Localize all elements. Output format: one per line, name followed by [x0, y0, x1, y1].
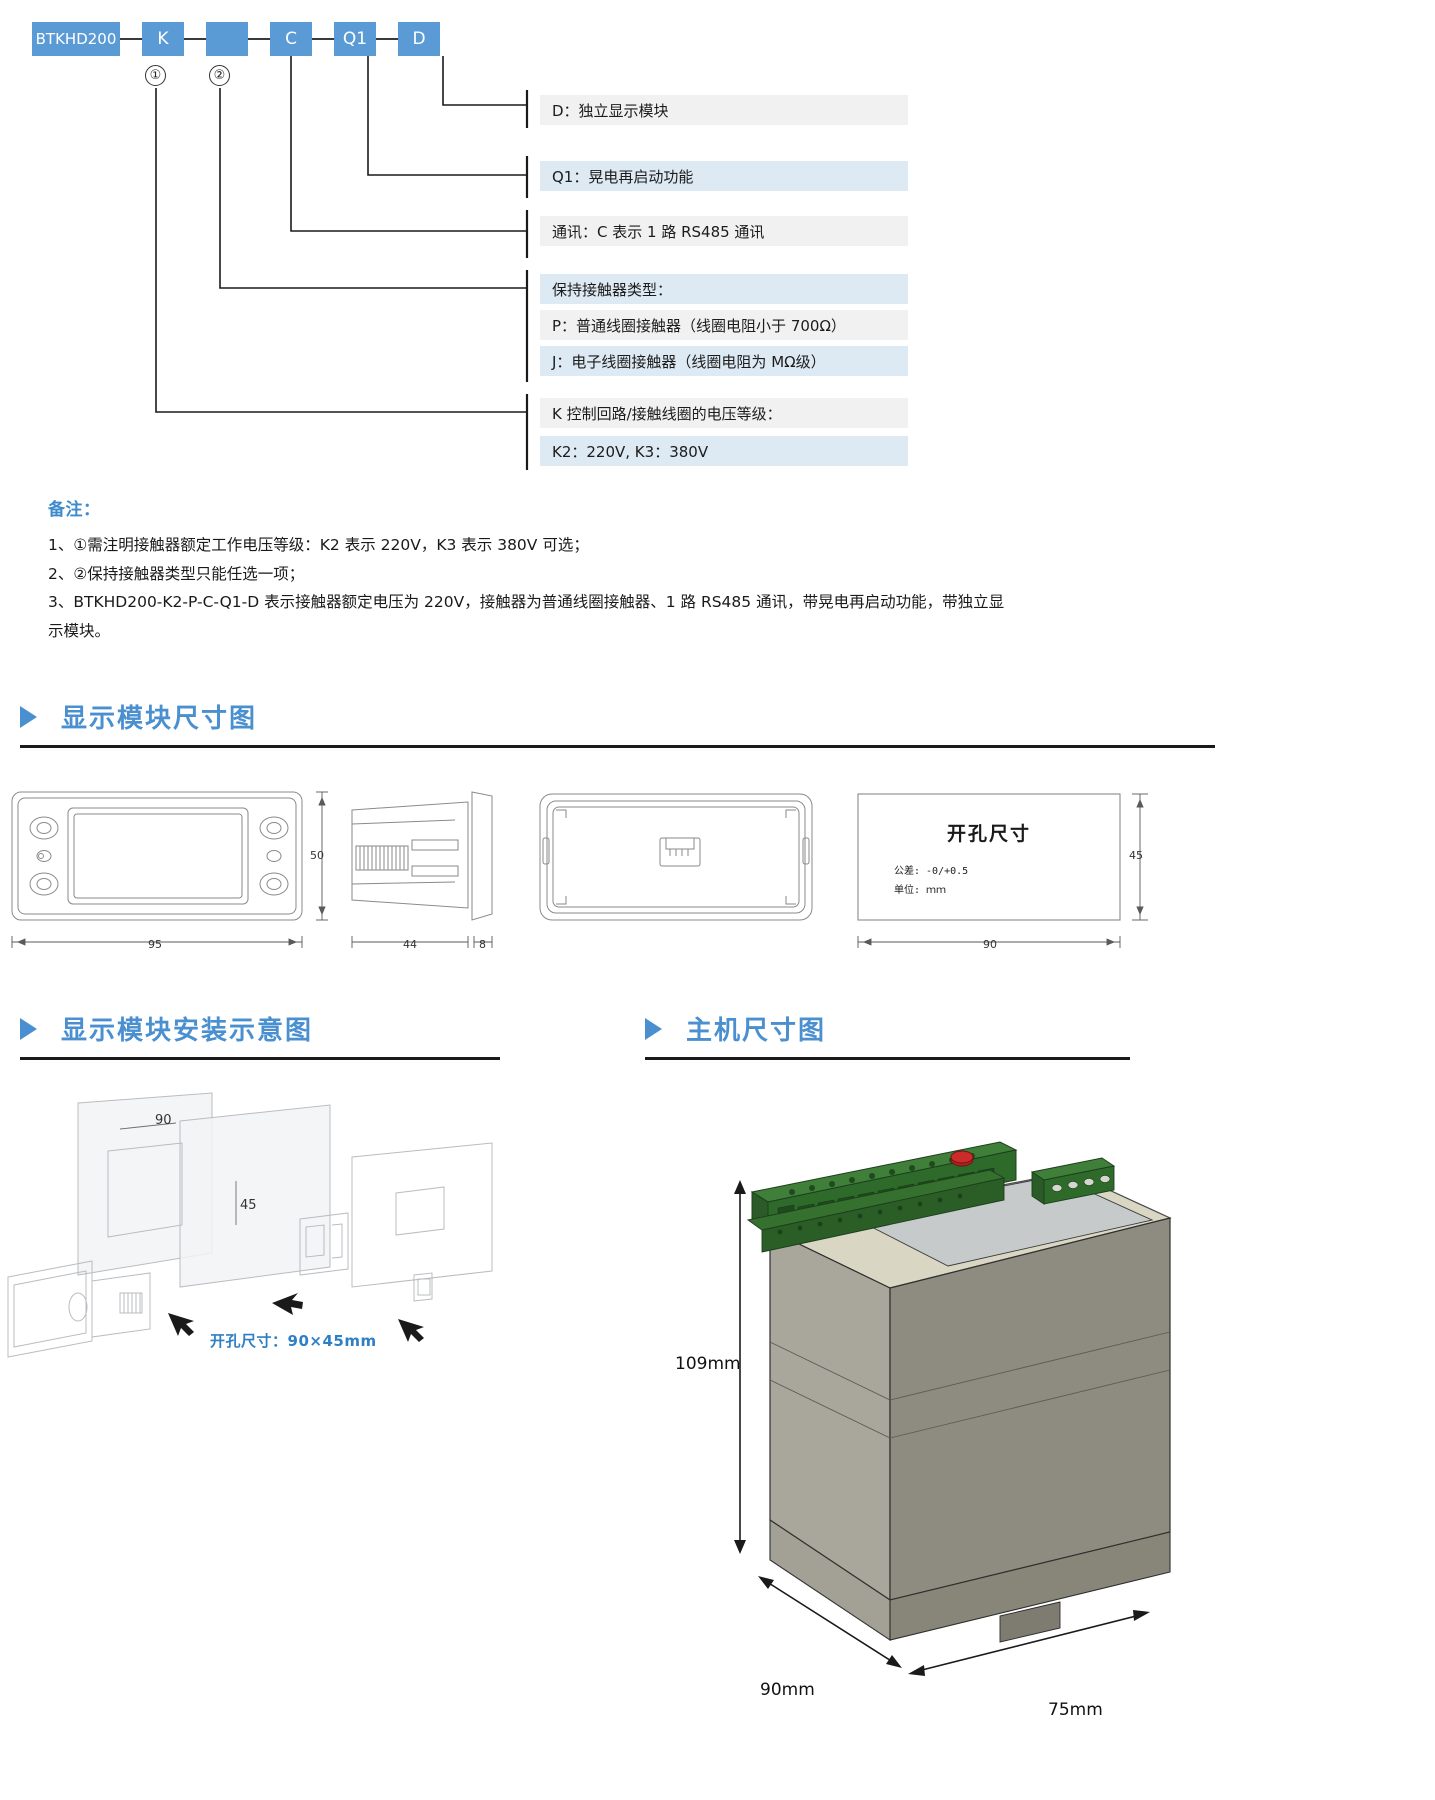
cutout-title: 开孔尺寸 — [946, 822, 1031, 845]
notes-block: 备注： 1、①需注明接触器额定工作电压等级：K2 表示 220V，K3 表示 3… — [48, 495, 1248, 647]
cutout-tolerance: 公差: -0/+0.5 — [894, 865, 969, 877]
note-line-3-cont: 示模块。 — [48, 621, 111, 640]
code-dash — [248, 38, 270, 40]
dim-host-height: 109mm — [675, 1354, 741, 1374]
section-display-dimensions: 显示模块尺寸图 — [20, 698, 1215, 748]
install-caption: 开孔尺寸：90×45mm — [210, 1332, 377, 1350]
display-dimension-drawings: 95 50 44 8 90 45 开孔尺寸 公差: -0/+0.5 单位: ｍｍ — [0, 780, 1200, 970]
dim-cutout-height: 45 — [1129, 849, 1143, 862]
install-svg — [7, 1092, 493, 1358]
triangle-bullet-icon — [645, 1017, 662, 1040]
section-header: 主机尺寸图 — [645, 1010, 1130, 1047]
notes-title: 备注： — [48, 500, 101, 520]
cutout-info-box: 开孔尺寸 公差: -0/+0.5 单位: ｍｍ — [858, 794, 1120, 920]
marker-circle-1: ① — [145, 65, 166, 86]
section-install-diagram: 显示模块安装示意图 — [20, 1010, 500, 1060]
cutout-unit: 单位: ｍｍ — [894, 884, 947, 896]
legend-row-k: K 控制回路/接触线圈的电压等级： — [540, 398, 908, 428]
code-box-d: D — [398, 22, 440, 56]
legend-row-q1: Q1：晃电再启动功能 — [540, 161, 908, 191]
section-rule — [645, 1057, 1130, 1060]
dim-install-width: 90 — [155, 1113, 172, 1128]
section-host-dimensions: 主机尺寸图 — [645, 1010, 1130, 1060]
dim-install-height: 45 — [240, 1198, 257, 1213]
legend-row-j: J：电子线圈接触器（线圈电阻为 MΩ级） — [540, 346, 908, 376]
dim-cutout-width: 90 — [983, 938, 997, 951]
marker-circle-2: ② — [209, 65, 230, 86]
code-box-k: K — [142, 22, 184, 56]
drawing-svg — [11, 791, 1148, 948]
code-box-blank — [206, 22, 248, 56]
code-box-q1: Q1 — [334, 22, 376, 56]
model-code-diagram: BTKHD200 K C Q1 D ① ② — [0, 0, 1435, 490]
code-box-base: BTKHD200 — [32, 22, 120, 56]
model-code-row: BTKHD200 K C Q1 D — [32, 22, 440, 56]
host-svg — [734, 1141, 1172, 1676]
section-title: 显示模块安装示意图 — [61, 1016, 314, 1046]
legend-row-d: D：独立显示模块 — [540, 95, 908, 125]
triangle-bullet-icon — [20, 1017, 37, 1040]
section-header: 显示模块尺寸图 — [20, 698, 1215, 735]
install-drawing: 90 45 开孔尺寸：90×45mm — [0, 1085, 560, 1365]
dim-host-width: 90mm — [760, 1680, 815, 1700]
legend-row-hold: 保持接触器类型： — [540, 274, 908, 304]
code-box-c: C — [270, 22, 312, 56]
section-header: 显示模块安装示意图 — [20, 1010, 500, 1047]
dim-host-depth: 75mm — [1048, 1700, 1103, 1720]
section-title: 主机尺寸图 — [686, 1016, 827, 1046]
section-rule — [20, 745, 1215, 748]
code-dash — [184, 38, 206, 40]
legend-row-k23: K2：220V, K3：380V — [540, 436, 908, 466]
host-3d-drawing: 109mm 90mm 75mm — [675, 1080, 1320, 1780]
note-line-1: 1、①需注明接触器额定工作电压等级：K2 表示 220V，K3 表示 380V … — [48, 536, 589, 554]
note-line-3: 3、BTKHD200-K2-P-C-Q1-D 表示接触器额定电压为 220V，接… — [48, 593, 1005, 612]
legend-row-c: 通讯：C 表示 1 路 RS485 通讯 — [540, 216, 908, 246]
code-dash — [376, 38, 398, 40]
code-dash — [312, 38, 334, 40]
dim-front-height: 50 — [310, 849, 324, 862]
legend-row-p: P：普通线圈接触器（线圈电阻小于 700Ω） — [540, 310, 908, 340]
section-rule — [20, 1057, 500, 1060]
dim-side-body: 44 — [403, 938, 417, 951]
code-dash — [120, 38, 142, 40]
dim-side-flange: 8 — [479, 938, 486, 951]
section-title: 显示模块尺寸图 — [61, 704, 258, 734]
triangle-bullet-icon — [20, 705, 37, 728]
dim-front-width: 95 — [148, 938, 162, 951]
note-line-2: 2、②保持接触器类型只能任选一项； — [48, 564, 305, 583]
